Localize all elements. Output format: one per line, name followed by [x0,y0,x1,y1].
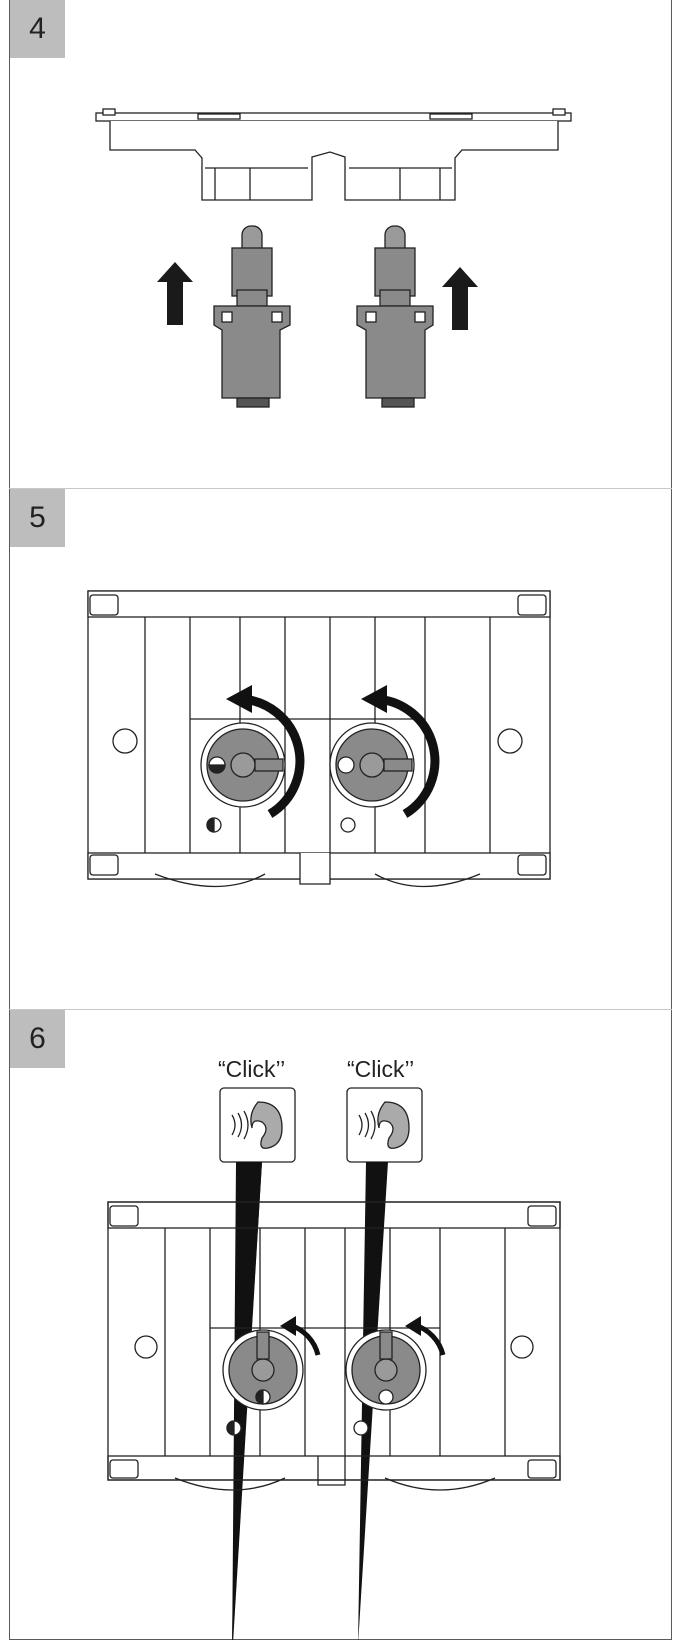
click-callout-label: “Click’’ [347,1056,415,1082]
step-number-badge: 4 [10,0,65,58]
click-callout-label: “Click’’ [218,1056,286,1082]
step-divider [9,1009,672,1010]
step-number: 6 [29,1022,46,1055]
ear-sound-icon [346,1087,423,1163]
step5-illustration [87,590,551,888]
rotate-counterclockwise-arrow-icon [239,694,440,818]
step-number-badge: 5 [10,489,65,547]
flush-frame-icon [107,1201,561,1491]
push-button-actuator-icon [213,225,291,408]
ear-sound-icon [219,1087,296,1163]
up-arrow-icon [157,262,478,330]
flush-plate-frame-icon [95,108,572,201]
empty-circle-icon [337,756,355,774]
push-button-actuator-icon [356,225,434,408]
step-number: 4 [29,12,46,45]
empty-circle-icon [340,817,356,833]
flush-frame-icon [87,590,551,888]
step-number-badge: 6 [10,1010,65,1068]
step-number: 5 [29,501,46,534]
step4-illustration [95,108,572,408]
step-divider [9,488,672,489]
step6-illustration [107,1087,561,1640]
